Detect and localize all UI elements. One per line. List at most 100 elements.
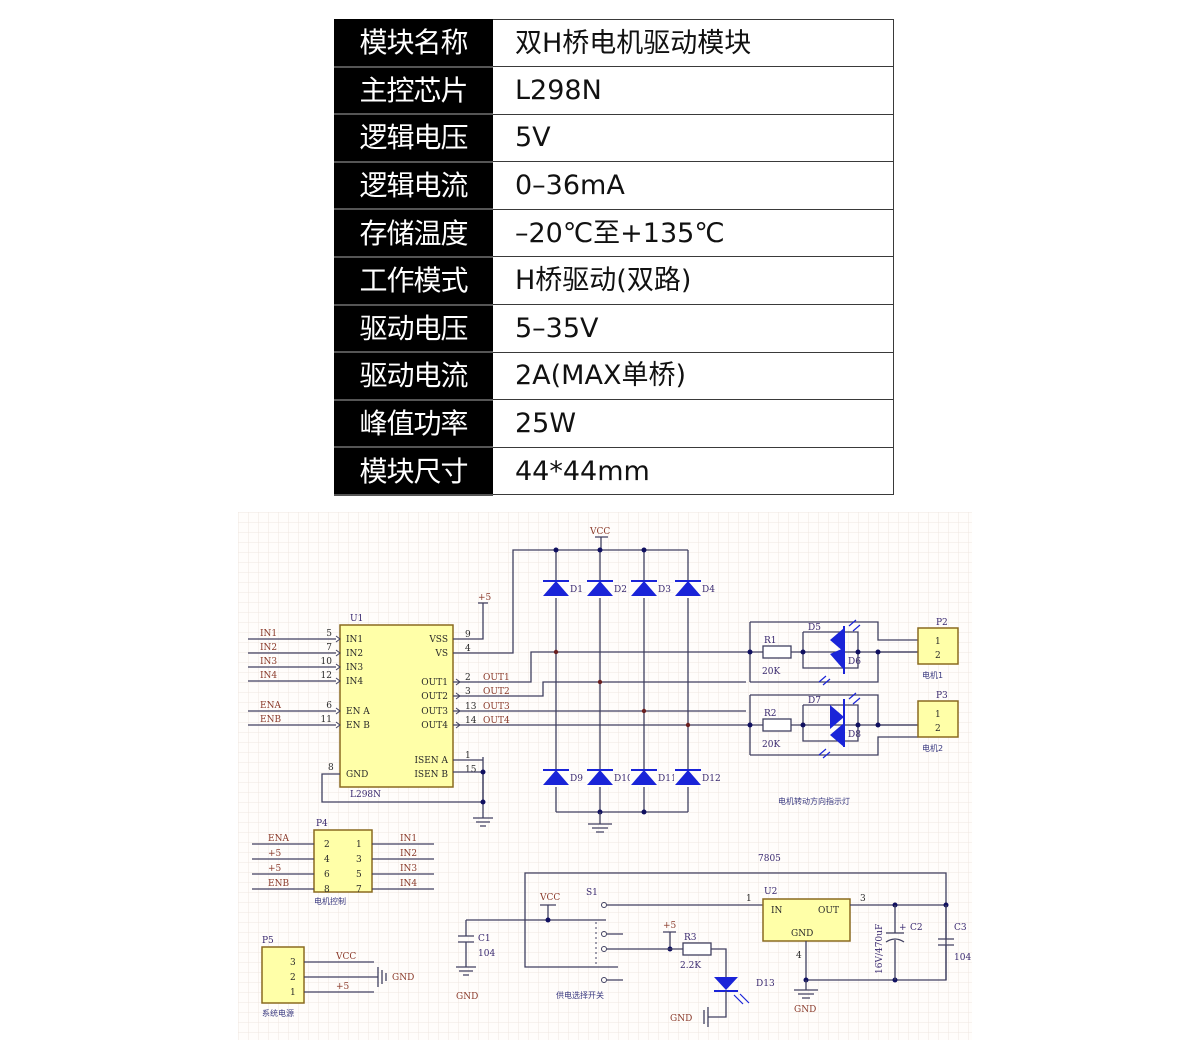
p4-pin-right: 7 (356, 885, 362, 895)
c3-value: 104 (954, 953, 971, 963)
u1-pin-number: 15 (465, 765, 477, 775)
c2-value: 16V/470uF (875, 924, 885, 974)
spec-key: 模块名称 (334, 18, 493, 68)
u2-pin-in-num: 1 (746, 894, 752, 904)
plus5-supply: +5 (453, 593, 492, 640)
p4-pin-right: 3 (356, 855, 362, 865)
c1-capacitor: C1 104 GND (456, 919, 586, 1002)
c1-ref: C1 (478, 934, 491, 944)
u1-pin-name: OUT3 (421, 707, 448, 717)
diode-label: D3 (658, 585, 671, 595)
u1-pin-number: 1 (465, 751, 471, 761)
p5-net-label: +5 (336, 982, 350, 992)
u2-gnd-pin: GND (791, 929, 813, 939)
connector-pin: 2 (935, 724, 941, 734)
spec-key: 逻辑电流 (334, 161, 493, 211)
d13-gnd-label: GND (670, 1014, 692, 1024)
motor-caption: 电机1 (922, 670, 943, 680)
u1-pin-name: IN4 (346, 677, 363, 687)
u1-pin-number: 2 (465, 673, 471, 683)
p5-pin-number: 1 (290, 988, 296, 998)
diode-label: D1 (570, 585, 583, 595)
u1-pin-number: 13 (465, 702, 477, 712)
p5-ref: P5 (262, 936, 274, 946)
s1-ref: S1 (586, 888, 598, 898)
resistor-value: 20K (762, 667, 780, 677)
spec-value: 双H桥电机驱动模块 (492, 18, 894, 68)
u1-net-label: IN2 (260, 643, 277, 653)
c2-ref: C2 (910, 923, 923, 933)
u1-pin-name: VS (434, 649, 448, 659)
p4-net-left: ENA (268, 834, 289, 844)
s1-caption: 供电选择开关 (556, 990, 604, 1000)
p4-net-right: IN2 (400, 849, 417, 859)
resistor-value: 20K (762, 740, 780, 750)
spec-value: L298N (492, 66, 894, 115)
spec-value: 5V (492, 113, 894, 163)
plus5-label: +5 (478, 593, 492, 603)
u1-pin-number: 5 (326, 629, 332, 639)
spec-key: 模块尺寸 (334, 446, 493, 496)
p5-pin-number: 3 (290, 958, 296, 968)
u1-net-label: ENB (260, 715, 281, 725)
spec-key: 工作模式 (334, 256, 493, 306)
p5-pin-row: 1 +5 (290, 982, 374, 998)
u2-pin-out-num: 3 (860, 894, 866, 904)
u1-pin-name: EN A (346, 707, 370, 717)
u1-pin-vs: VS 4 (434, 644, 471, 659)
c2-plus: + (899, 923, 907, 933)
u1-pin-number: 14 (465, 716, 477, 726)
diode-label: D2 (614, 585, 627, 595)
spec-row: 模块名称双H桥电机驱动模块 (334, 18, 894, 68)
connector-pin: 1 (935, 710, 941, 720)
diode-label: D10 (614, 774, 633, 784)
spec-row: 存储温度–20℃至+135℃ (334, 208, 894, 258)
d13-ref: D13 (756, 979, 775, 989)
p5-caption: 系统电源 (262, 1008, 294, 1018)
c1-gnd-label: GND (456, 992, 478, 1002)
indicator-caption: 电机转动方向指示灯 (778, 796, 850, 806)
led-ref: D8 (848, 730, 861, 740)
u1-pin-name: OUT2 (421, 692, 448, 702)
u1-net-label: IN3 (260, 657, 277, 667)
led-ref: D5 (808, 623, 821, 633)
spec-key: 驱动电流 (334, 351, 493, 401)
diode-d11: D11 (630, 769, 677, 787)
r3-ref: R3 (684, 933, 697, 943)
u1-pin-name: OUT1 (421, 678, 448, 688)
diode-label: D12 (702, 774, 721, 784)
p4-net-right: IN4 (400, 879, 417, 889)
junction-dot (685, 722, 691, 728)
u1-ref: U1 (350, 614, 363, 624)
u2-ref: U2 (764, 887, 777, 897)
p5-net-label: GND (392, 973, 414, 983)
spec-key: 存储温度 (334, 208, 493, 258)
u2-pin-gnd-num: 4 (796, 951, 802, 961)
junction-dot (553, 649, 559, 655)
u1-net-label: ENA (260, 701, 281, 711)
u1-pin-number: 4 (465, 644, 471, 654)
d13-led: D13 GND (670, 977, 775, 1027)
u1-net-label: OUT3 (483, 702, 510, 712)
s1-switch: VCC S1 供电选择开关 (524, 872, 947, 1000)
u1-ground-symbol (473, 812, 493, 827)
diode-d3: D3 (630, 580, 671, 598)
spec-value: –20℃至+135℃ (492, 208, 894, 258)
u1-part: L298N (350, 790, 381, 800)
p4-net-left: +5 (268, 864, 282, 874)
